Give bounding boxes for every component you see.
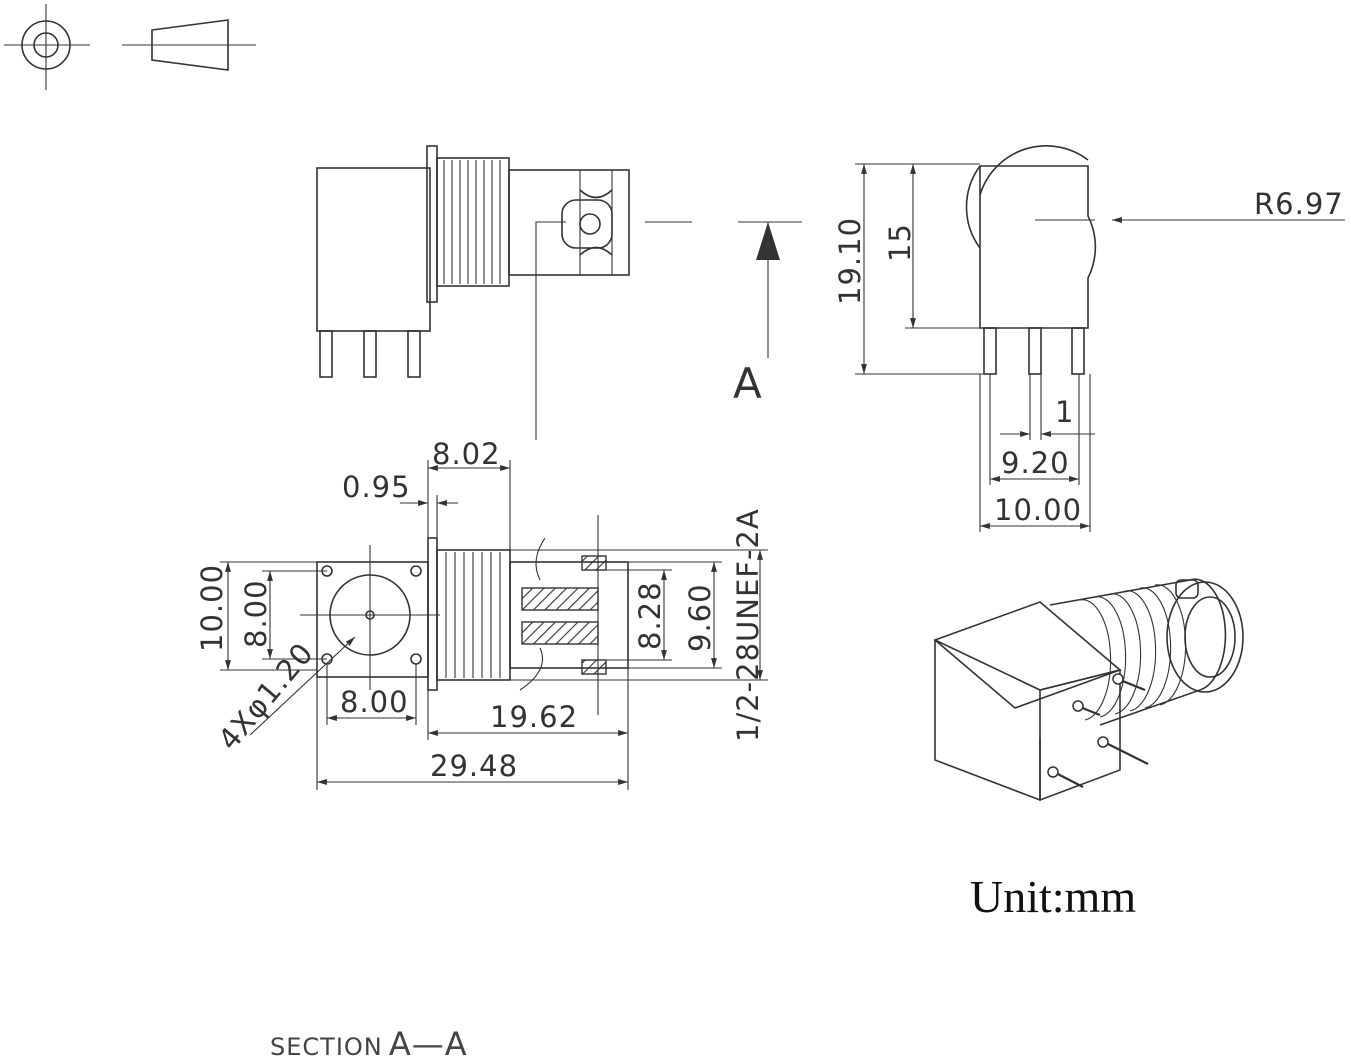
- dim-9-60: 9.60: [683, 583, 717, 652]
- dim-thread: 1/2-28UNEF-2A: [731, 508, 765, 742]
- dim-1: 1: [1055, 395, 1074, 429]
- front-dimensions: R6.97 19.10 15 1 9.20 10.00: [833, 163, 1345, 532]
- dim-29-48: 29.48: [430, 749, 518, 783]
- dim-0-95: 0.95: [342, 470, 411, 504]
- section-label-prefix: SECTION: [270, 1033, 383, 1061]
- dim-19-10: 19.10: [833, 217, 867, 305]
- section-marker-label: A: [733, 359, 762, 408]
- dim-19-62: 19.62: [490, 700, 578, 734]
- dim-8-28: 8.28: [633, 581, 667, 650]
- front-view: [965, 145, 1097, 375]
- section-marker: A: [645, 221, 802, 408]
- side-view: [316, 145, 630, 440]
- dim-10-00-left: 10.00: [195, 564, 229, 652]
- dim-8-02: 8.02: [432, 437, 501, 471]
- isometric-view: [933, 578, 1244, 802]
- dim-15: 15: [883, 223, 917, 262]
- unit-label: Unit:mm: [970, 871, 1137, 922]
- section-label: SECTION A—A: [270, 1025, 468, 1063]
- dim-8-00-vertical: 8.00: [239, 579, 273, 648]
- projection-symbol: [4, 4, 256, 90]
- dim-8-00-horizontal: 8.00: [340, 685, 409, 719]
- dim-9-20: 9.20: [1001, 446, 1070, 480]
- dim-10-00-bottom: 10.00: [994, 493, 1082, 527]
- section-label-suffix: A—A: [388, 1025, 468, 1063]
- dim-r6-97: R6.97: [1254, 187, 1344, 221]
